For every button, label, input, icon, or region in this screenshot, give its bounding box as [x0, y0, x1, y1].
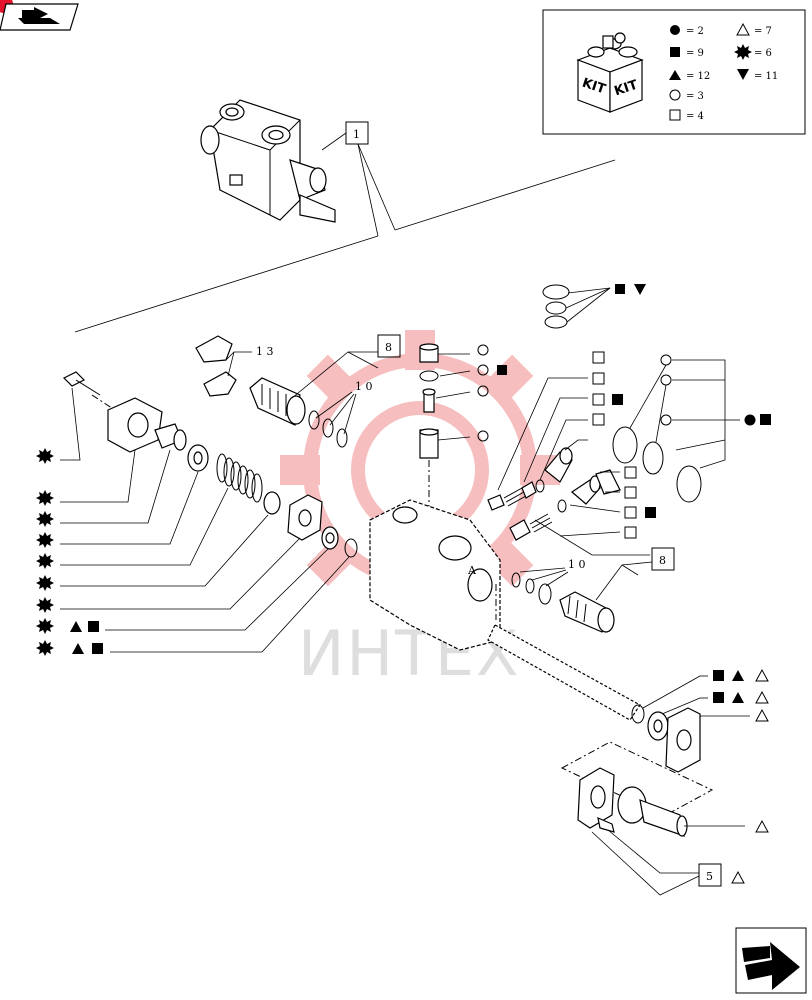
legend-filled-triangle-down-label: = 11 — [754, 71, 778, 82]
open-triangle-icon — [755, 819, 769, 833]
callout-13-label: 1 3 — [256, 345, 274, 358]
open-square-icon — [592, 413, 605, 426]
open-triangle-icon — [731, 870, 745, 884]
open-circle-icon — [669, 89, 681, 101]
legend-star-label: = 6 — [754, 48, 772, 59]
callout-10-left-label: 1 0 — [355, 380, 373, 393]
open-square-icon — [592, 372, 605, 385]
filled-square-icon — [612, 394, 623, 405]
star-icon — [36, 640, 54, 656]
open-square-icon — [669, 109, 681, 121]
star-icon — [36, 511, 54, 527]
filled-triangle-down-icon — [634, 284, 646, 295]
valve-body: A — [369, 499, 641, 721]
next-page-arrow-icon[interactable] — [735, 927, 807, 994]
open-triangle-icon — [755, 690, 769, 704]
assembled-valve — [200, 99, 336, 223]
filled-triangle-icon — [70, 621, 82, 632]
oring-group-right — [612, 354, 771, 503]
filled-square-icon — [713, 670, 724, 681]
open-triangle-icon — [755, 708, 769, 722]
callout-8-right-label: 8 — [659, 554, 666, 567]
callout-5-label: 5 — [706, 870, 713, 883]
top-seal-group — [542, 284, 646, 329]
check-valve-stack — [419, 343, 507, 530]
star-icon — [36, 597, 54, 613]
legend-open-triangle-label: = 7 — [754, 26, 772, 37]
filled-square-icon — [670, 47, 680, 57]
callout-13: 1 3 — [195, 335, 274, 397]
callout-1: 1 — [74, 121, 616, 333]
section-a-label: A — [467, 564, 477, 577]
filled-circle-icon — [670, 25, 680, 35]
filled-square-icon — [713, 692, 724, 703]
legend-filled-circle-label: = 2 — [686, 26, 704, 37]
open-square-icon — [592, 393, 605, 406]
filled-triangle-icon — [669, 70, 681, 80]
filled-triangle-down-icon — [737, 69, 749, 80]
open-square-icon — [624, 506, 637, 519]
star-icon — [36, 448, 54, 464]
filled-square-icon — [92, 643, 103, 654]
star-icon — [734, 44, 752, 60]
star-icon — [36, 618, 54, 634]
callout-1-label: 1 — [353, 128, 360, 141]
star-icon — [36, 532, 54, 548]
relief-cartridge-left — [249, 377, 348, 448]
book-arrow-icon[interactable] — [0, 0, 79, 31]
open-circle-icon — [477, 344, 489, 356]
kit-label-right: KIT — [612, 78, 639, 100]
left-leader-lines — [60, 387, 350, 653]
legend-filled-square-label: = 9 — [686, 48, 704, 59]
left-star-column — [36, 448, 103, 656]
filled-square-icon — [88, 621, 99, 632]
filled-square-icon — [615, 284, 625, 294]
open-square-icon — [624, 526, 637, 539]
open-triangle-icon — [736, 22, 750, 36]
open-triangle-icon — [755, 668, 769, 682]
star-icon — [36, 575, 54, 591]
star-icon — [36, 490, 54, 506]
kit-legend-box: KIT KIT = 2 = 9 = 12 = 3 = 4 = 7 = 6 = 1… — [542, 9, 806, 135]
filled-triangle-icon — [732, 670, 744, 681]
filled-circle-icon — [744, 414, 756, 426]
open-square-icon — [592, 351, 605, 364]
left-parts-stack — [62, 371, 358, 558]
star-icon — [36, 553, 54, 569]
open-circle-icon — [660, 374, 672, 386]
kit-label-left: KIT — [580, 76, 607, 98]
callout-8-top: 8 1 0 — [291, 334, 401, 435]
right-poppet-group — [487, 351, 656, 556]
relief-cartridge-right: 1 0 8 — [495, 547, 675, 633]
callout-10-right-label: 1 0 — [568, 558, 586, 571]
open-circle-icon — [477, 385, 489, 397]
kit-box-icon: KIT KIT — [576, 32, 644, 113]
filled-square-icon — [760, 414, 771, 425]
legend-open-square-label: = 4 — [686, 111, 704, 122]
open-square-icon — [624, 486, 637, 499]
callout-8-top-label: 8 — [385, 341, 392, 354]
open-square-icon — [624, 466, 637, 479]
filled-square-icon — [645, 507, 656, 518]
open-circle-icon — [477, 430, 489, 442]
legend-open-circle-label: = 3 — [686, 91, 704, 102]
filled-square-icon — [497, 365, 507, 375]
open-circle-icon — [477, 364, 489, 376]
open-circle-icon — [660, 414, 672, 426]
lower-cap-assembly: 5 — [560, 668, 769, 896]
legend-filled-triangle-label: = 12 — [686, 71, 710, 82]
filled-triangle-icon — [732, 692, 744, 703]
filled-triangle-icon — [72, 643, 84, 654]
open-circle-icon — [660, 354, 672, 366]
